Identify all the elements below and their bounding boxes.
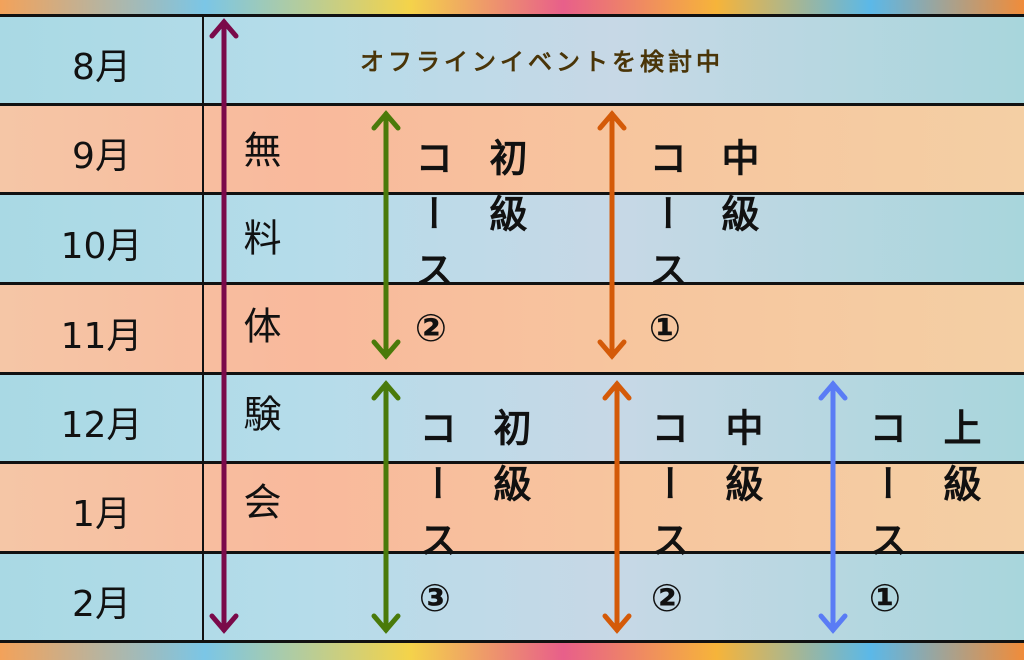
free-trial-label: 無料体験会 [237,130,281,570]
offline-event-notice: オフラインイベントを検討中 [360,48,724,76]
column-divider [202,14,204,642]
course-level: 初級 [487,408,531,520]
row-11 [0,282,1024,373]
course-name: コース① [863,408,907,638]
course-arrow-intermediate-2 [602,380,632,634]
course-level: 中級 [715,138,759,250]
course-level: 初級 [483,138,527,250]
month-label: 12月 [60,405,143,446]
course-level: 上級 [937,408,981,520]
month-label: 2月 [72,584,131,625]
month-label: 10月 [60,226,143,267]
course-name: コース① [643,138,687,368]
row-2 [0,551,1024,643]
course-level: 中級 [719,408,763,520]
free-trial-arrow [209,18,239,634]
row-10 [0,192,1024,283]
row-9 [0,103,1024,193]
course-name: コース③ [413,408,457,638]
course-name: コース② [409,138,453,368]
month-label: 1月 [72,494,131,535]
row-12 [0,372,1024,462]
course-arrow-beginner-2 [371,110,401,360]
month-label: 9月 [72,136,131,177]
course-name: コース② [645,408,689,638]
course-arrow-intermediate-1 [597,110,627,360]
course-arrow-beginner-3 [371,380,401,634]
course-arrow-advanced-1 [818,380,848,634]
month-label: 8月 [72,47,131,88]
row-8 [0,14,1024,104]
row-1 [0,461,1024,552]
month-label: 11月 [60,316,143,357]
